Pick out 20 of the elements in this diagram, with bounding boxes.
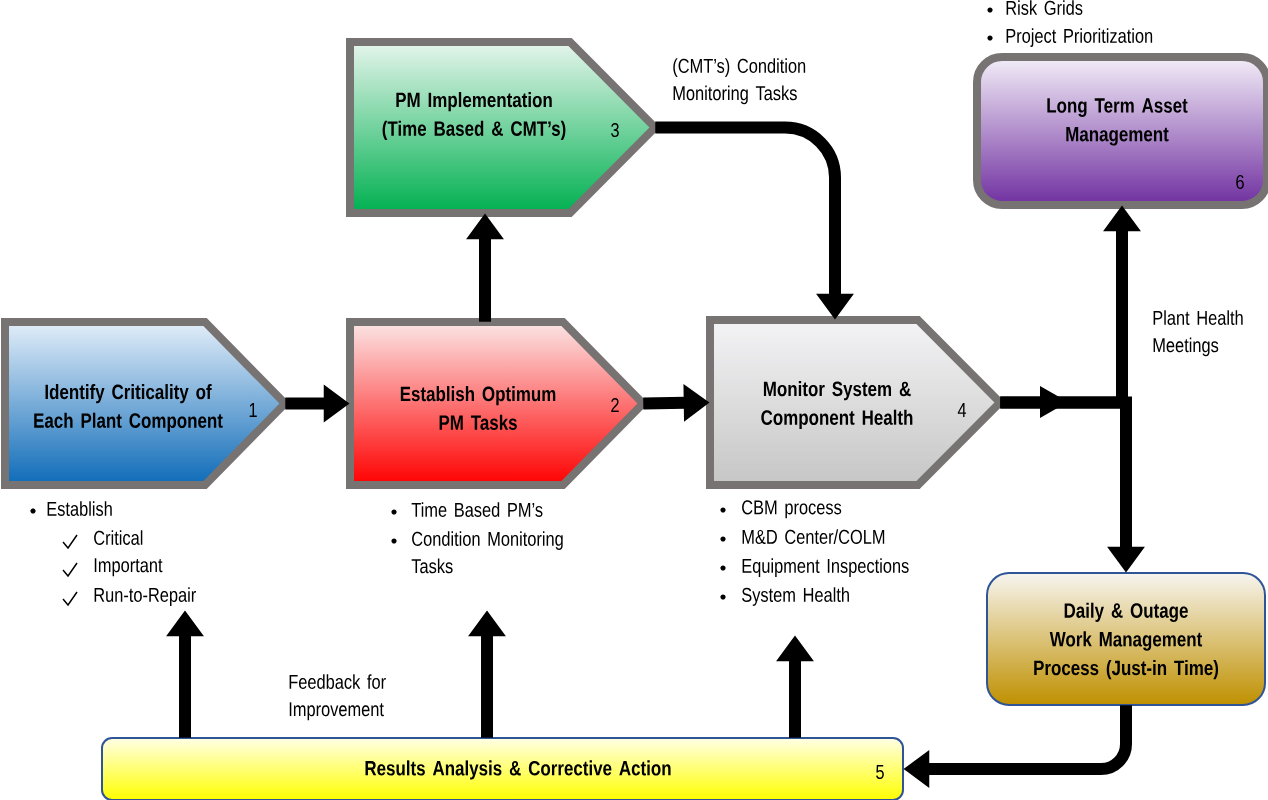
step-number: 4 xyxy=(957,403,967,417)
step-number: 1 xyxy=(249,403,257,417)
list-item: System Health xyxy=(720,587,849,606)
list-item: Risk Grids xyxy=(987,0,1083,15)
list-item: Run-to-Repair xyxy=(62,587,196,607)
list-item: Equipment Inspections xyxy=(720,558,909,577)
list-item: Condition Monitoring Tasks xyxy=(391,531,563,574)
step-number: 2 xyxy=(611,398,619,412)
list-item: Critical xyxy=(62,530,143,550)
list-item: CBM process xyxy=(720,500,842,519)
list-item: Establish xyxy=(30,501,112,516)
list-item: M&D Center/COLM xyxy=(720,529,885,544)
process-box: Daily & Outage Work Management Process (Just-in Time) xyxy=(986,572,1266,706)
note-text: Plant Health Meetings xyxy=(1153,310,1243,357)
list-item: Project Prioritization xyxy=(987,28,1153,47)
step-number: 5 xyxy=(876,765,884,779)
list-item: Time Based PM’s xyxy=(391,502,543,517)
list-item: Important xyxy=(62,558,163,578)
step-number: 3 xyxy=(611,122,619,138)
edge-label: (CMT’s) Condition Monitoring Tasks xyxy=(673,58,806,105)
